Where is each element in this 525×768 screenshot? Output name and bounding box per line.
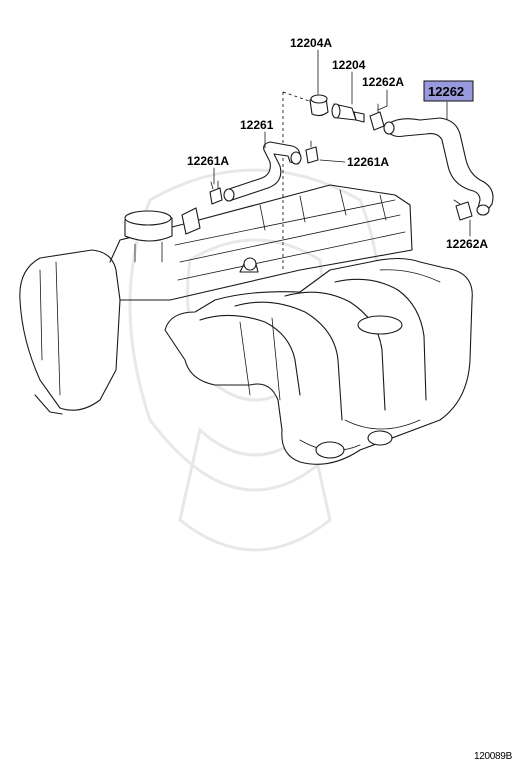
engine-head-drawing: [19, 184, 413, 415]
label-12204[interactable]: 12204: [332, 58, 366, 72]
figure-code: 120089B: [474, 751, 513, 762]
label-12261[interactable]: 12261: [240, 118, 274, 132]
hose-12262: [369, 103, 494, 221]
highlighted-callout-12262[interactable]: 12262: [423, 80, 474, 102]
hose-12261: [209, 140, 319, 205]
label-12261A-right[interactable]: 12261A: [347, 155, 389, 169]
label-12204A[interactable]: 12204A: [290, 36, 332, 50]
intake-manifold-drawing: [164, 257, 473, 465]
pcv-valve-12204: [331, 103, 365, 123]
leader-lines: [213, 49, 471, 237]
label-12261A-left[interactable]: 12261A: [187, 154, 229, 168]
grommet-12204A: [309, 94, 329, 117]
label-12262A-bottom[interactable]: 12262A: [446, 237, 488, 251]
highlight-box: [423, 80, 474, 102]
label-12262A-top[interactable]: 12262A: [362, 75, 404, 89]
label-12262[interactable]: 12262: [428, 84, 464, 99]
